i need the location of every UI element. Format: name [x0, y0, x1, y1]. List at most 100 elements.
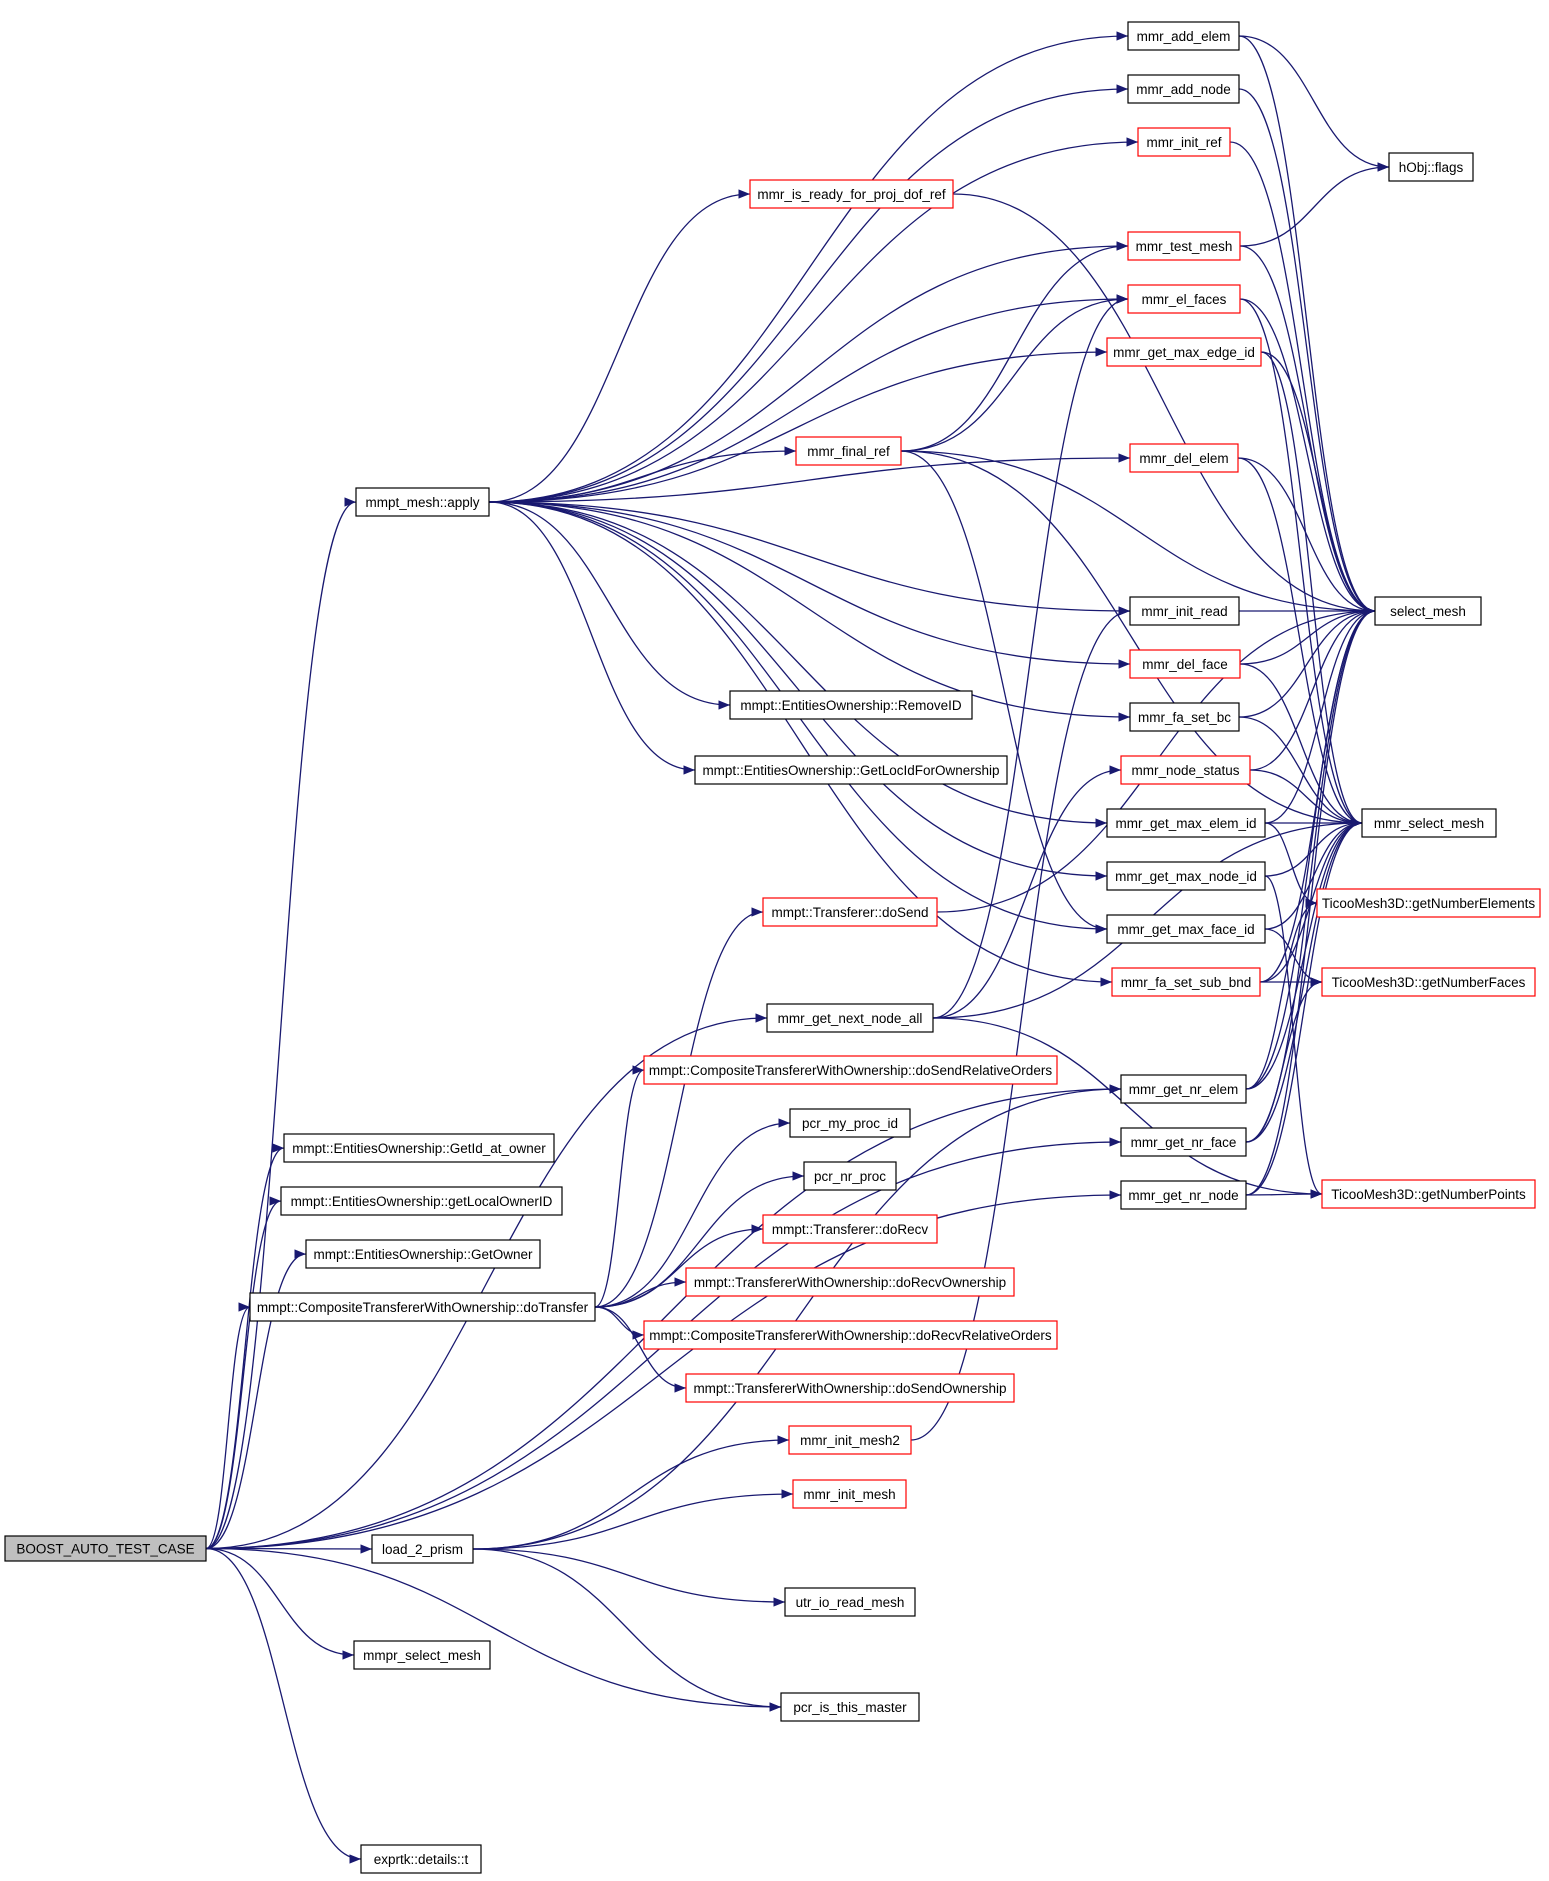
node-hobj[interactable]: hObj::flags — [1388, 152, 1474, 182]
node-label: mmr_get_max_edge_id — [1113, 345, 1255, 360]
edge-el_faces-to-mmr_select — [1239, 298, 1363, 828]
node-mmr-select[interactable]: mmr_select_mesh — [1361, 808, 1497, 838]
node-label: mmr_fa_set_bc — [1138, 710, 1231, 725]
edge-apply-to-el_faces — [488, 294, 1129, 503]
edge-fa_set_bc-to-select_mesh — [1238, 606, 1376, 718]
node-ticoo-elems[interactable]: TicooMesh3D::getNumberElements — [1316, 888, 1541, 918]
edge-final_ref-to-el_faces — [900, 294, 1129, 452]
edge-ctw_transfer-to-tw_recv_own — [594, 1277, 687, 1308]
node-nr-proc[interactable]: pcr_nr_proc — [803, 1161, 897, 1191]
edge-add_elem-to-hobj — [1238, 35, 1390, 172]
node-exprtk[interactable]: exprtk::details::t — [360, 1844, 482, 1874]
node-init-mesh[interactable]: mmr_init_mesh — [792, 1479, 907, 1509]
edge-apply-to-add_elem — [488, 31, 1129, 503]
node-ticoo-points[interactable]: TicooMesh3D::getNumberPoints — [1321, 1179, 1536, 1209]
node-pcr-master[interactable]: pcr_is_this_master — [780, 1692, 920, 1722]
node-label: mmpt::CompositeTransfererWithOwnership::… — [649, 1328, 1052, 1343]
node-label: mmr_el_faces — [1142, 292, 1227, 307]
node-tw-send-own[interactable]: mmpt::TransfererWithOwnership::doSendOwn… — [685, 1373, 1015, 1403]
edge-root-to-mmpr_select — [205, 1547, 355, 1660]
node-label: mmr_get_max_elem_id — [1115, 816, 1256, 831]
node-ctw-recv-rel[interactable]: mmpt::CompositeTransfererWithOwnership::… — [643, 1320, 1058, 1350]
node-get-local-owner[interactable]: mmpt::EntitiesOwnership::getLocalOwnerID — [280, 1186, 563, 1216]
node-max-node[interactable]: mmr_get_max_node_id — [1106, 861, 1266, 891]
edge-del_face-to-select_mesh — [1239, 606, 1376, 665]
node-root[interactable]: BOOST_AUTO_TEST_CASE — [4, 1535, 207, 1562]
node-mmpr-select[interactable]: mmpr_select_mesh — [353, 1640, 491, 1670]
node-tw-recv-own[interactable]: mmpt::TransfererWithOwnership::doRecvOwn… — [685, 1267, 1015, 1297]
node-dorecv[interactable]: mmpt::Transferer::doRecv — [762, 1214, 938, 1244]
node-select-mesh[interactable]: select_mesh — [1374, 596, 1482, 626]
node-load-prism[interactable]: load_2_prism — [371, 1534, 474, 1564]
node-label: mmpt::EntitiesOwnership::GetId_at_owner — [292, 1141, 546, 1156]
edge-load_prism-to-pcr_master — [472, 1548, 782, 1712]
node-box — [1127, 284, 1241, 314]
node-label: mmpt::EntitiesOwnership::RemoveID — [740, 698, 962, 713]
edge-node_status-to-select_mesh — [1249, 606, 1376, 771]
edge-nr_node-to-mmr_select — [1245, 818, 1363, 1196]
node-init-mesh2[interactable]: mmr_init_mesh2 — [788, 1425, 912, 1455]
node-utr-read[interactable]: utr_io_read_mesh — [784, 1587, 916, 1617]
node-box — [795, 436, 902, 466]
node-label: mmr_node_status — [1131, 763, 1239, 778]
edge-max_edge-to-select_mesh — [1260, 351, 1376, 616]
node-ctw-transfer[interactable]: mmpt::CompositeTransfererWithOwnership::… — [249, 1292, 596, 1322]
node-getid-owner[interactable]: mmpt::EntitiesOwnership::GetId_at_owner — [283, 1133, 555, 1163]
node-label: mmpt::TransfererWithOwnership::doRecvOwn… — [694, 1275, 1006, 1290]
node-max-face[interactable]: mmr_get_max_face_id — [1106, 914, 1266, 944]
node-label: mmr_add_elem — [1137, 29, 1231, 44]
node-is-ready[interactable]: mmr_is_ready_for_proj_dof_ref — [749, 179, 954, 209]
node-init-ref[interactable]: mmr_init_ref — [1137, 127, 1231, 157]
node-label: mmpt::EntitiesOwnership::GetOwner — [313, 1247, 533, 1262]
node-fa-set-bc[interactable]: mmr_fa_set_bc — [1129, 702, 1240, 732]
node-box — [643, 1320, 1058, 1350]
node-add-elem[interactable]: mmr_add_elem — [1127, 21, 1240, 51]
node-ticoo-faces[interactable]: TicooMesh3D::getNumberFaces — [1321, 967, 1536, 997]
node-box — [249, 1292, 596, 1322]
edge-del_face-to-mmr_select — [1239, 663, 1363, 828]
node-ctw-send-rel[interactable]: mmpt::CompositeTransfererWithOwnership::… — [643, 1055, 1058, 1085]
node-add-node[interactable]: mmr_add_node — [1127, 74, 1240, 104]
node-label: mmr_test_mesh — [1136, 239, 1233, 254]
edge-root-to-apply — [205, 497, 357, 1550]
node-max-elem[interactable]: mmr_get_max_elem_id — [1106, 808, 1266, 838]
node-box — [1137, 127, 1231, 157]
node-node-status[interactable]: mmr_node_status — [1120, 755, 1251, 785]
node-box — [784, 1587, 916, 1617]
node-del-elem[interactable]: mmr_del_elem — [1129, 443, 1239, 473]
node-dosend[interactable]: mmpt::Transferer::doSend — [762, 897, 938, 927]
node-max-edge[interactable]: mmr_get_max_edge_id — [1106, 337, 1262, 367]
node-nr-elem[interactable]: mmr_get_nr_elem — [1120, 1074, 1247, 1104]
node-label: mmr_get_nr_face — [1131, 1135, 1237, 1150]
node-box — [283, 1133, 555, 1163]
node-box — [1374, 596, 1482, 626]
node-get-owner[interactable]: mmpt::EntitiesOwnership::GetOwner — [305, 1239, 541, 1269]
edge-root-to-get_local_owner — [205, 1196, 282, 1550]
node-test-mesh[interactable]: mmr_test_mesh — [1127, 231, 1241, 261]
node-fa-sub-bnd[interactable]: mmr_fa_set_sub_bnd — [1111, 967, 1261, 997]
node-removeid[interactable]: mmpt::EntitiesOwnership::RemoveID — [729, 690, 973, 720]
edge-ctw_transfer-to-my_proc — [594, 1118, 791, 1308]
node-label: utr_io_read_mesh — [796, 1595, 905, 1610]
node-label: mmr_init_read — [1141, 604, 1227, 619]
node-label: mmr_fa_set_sub_bnd — [1121, 975, 1252, 990]
node-label: exprtk::details::t — [374, 1852, 469, 1867]
edge-nr_node-to-ticoo_points — [1245, 1189, 1323, 1199]
node-final-ref[interactable]: mmr_final_ref — [795, 436, 902, 466]
edge-nr_elem-to-select_mesh — [1245, 606, 1376, 1090]
edge-root-to-pcr_master — [205, 1547, 782, 1712]
node-del-face[interactable]: mmr_del_face — [1129, 649, 1241, 679]
node-box — [789, 1108, 911, 1138]
node-apply[interactable]: mmpt_mesh::apply — [355, 487, 490, 517]
node-next-node[interactable]: mmr_get_next_node_all — [766, 1003, 934, 1033]
edge-max_edge-to-mmr_select — [1260, 351, 1363, 828]
node-el-faces[interactable]: mmr_el_faces — [1127, 284, 1241, 314]
node-label: mmpt::CompositeTransfererWithOwnership::… — [649, 1063, 1052, 1078]
node-init-read[interactable]: mmr_init_read — [1129, 596, 1240, 626]
edge-apply-to-is_ready — [488, 189, 751, 503]
edge-final_ref-to-select_mesh — [900, 450, 1376, 616]
node-my-proc[interactable]: pcr_my_proc_id — [789, 1108, 911, 1138]
node-nr-node[interactable]: mmr_get_nr_node — [1120, 1180, 1247, 1210]
node-getlocid[interactable]: mmpt::EntitiesOwnership::GetLocIdForOwne… — [694, 755, 1008, 785]
node-nr-face[interactable]: mmr_get_nr_face — [1120, 1127, 1247, 1157]
